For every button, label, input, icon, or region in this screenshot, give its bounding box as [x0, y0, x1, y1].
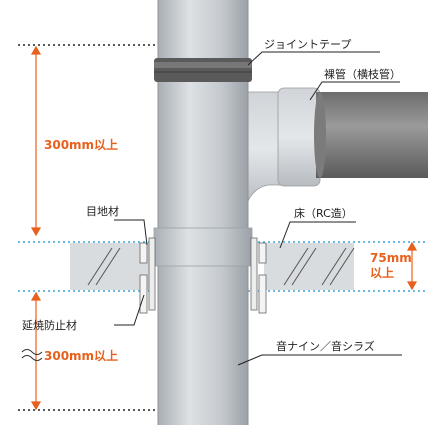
joint-tape-label: ジョイントテープ: [264, 38, 351, 51]
dimension-upper: [30, 45, 42, 237]
fire-stop-label: 延焼防止材: [22, 318, 77, 332]
dimension-lower: [30, 291, 42, 411]
upper-dimension-label: 300mm以上: [44, 137, 118, 152]
floor-label: 床（RC造）: [294, 206, 353, 220]
joint-material-label: 目地材: [86, 204, 119, 218]
slab-dimension-label-2: 以上: [370, 265, 394, 280]
break-symbol: [21, 349, 43, 361]
pipe-socket: [153, 227, 253, 267]
joint-tape-band: [154, 58, 252, 82]
branch-socket: [243, 87, 321, 207]
lower-dimension-label: 300mm以上: [44, 348, 118, 363]
slab-dimension-label-1: 75mm: [370, 251, 412, 265]
leader-lines: [114, 51, 402, 366]
pipe-label: 音ナイン／音シラズ: [276, 339, 375, 353]
fire-stop-strips: [139, 237, 267, 314]
dimension-slab: [406, 241, 418, 291]
bare-horizontal-pipe: [314, 92, 428, 178]
bare-pipe-label: 裸管（横枝管）: [324, 67, 401, 81]
